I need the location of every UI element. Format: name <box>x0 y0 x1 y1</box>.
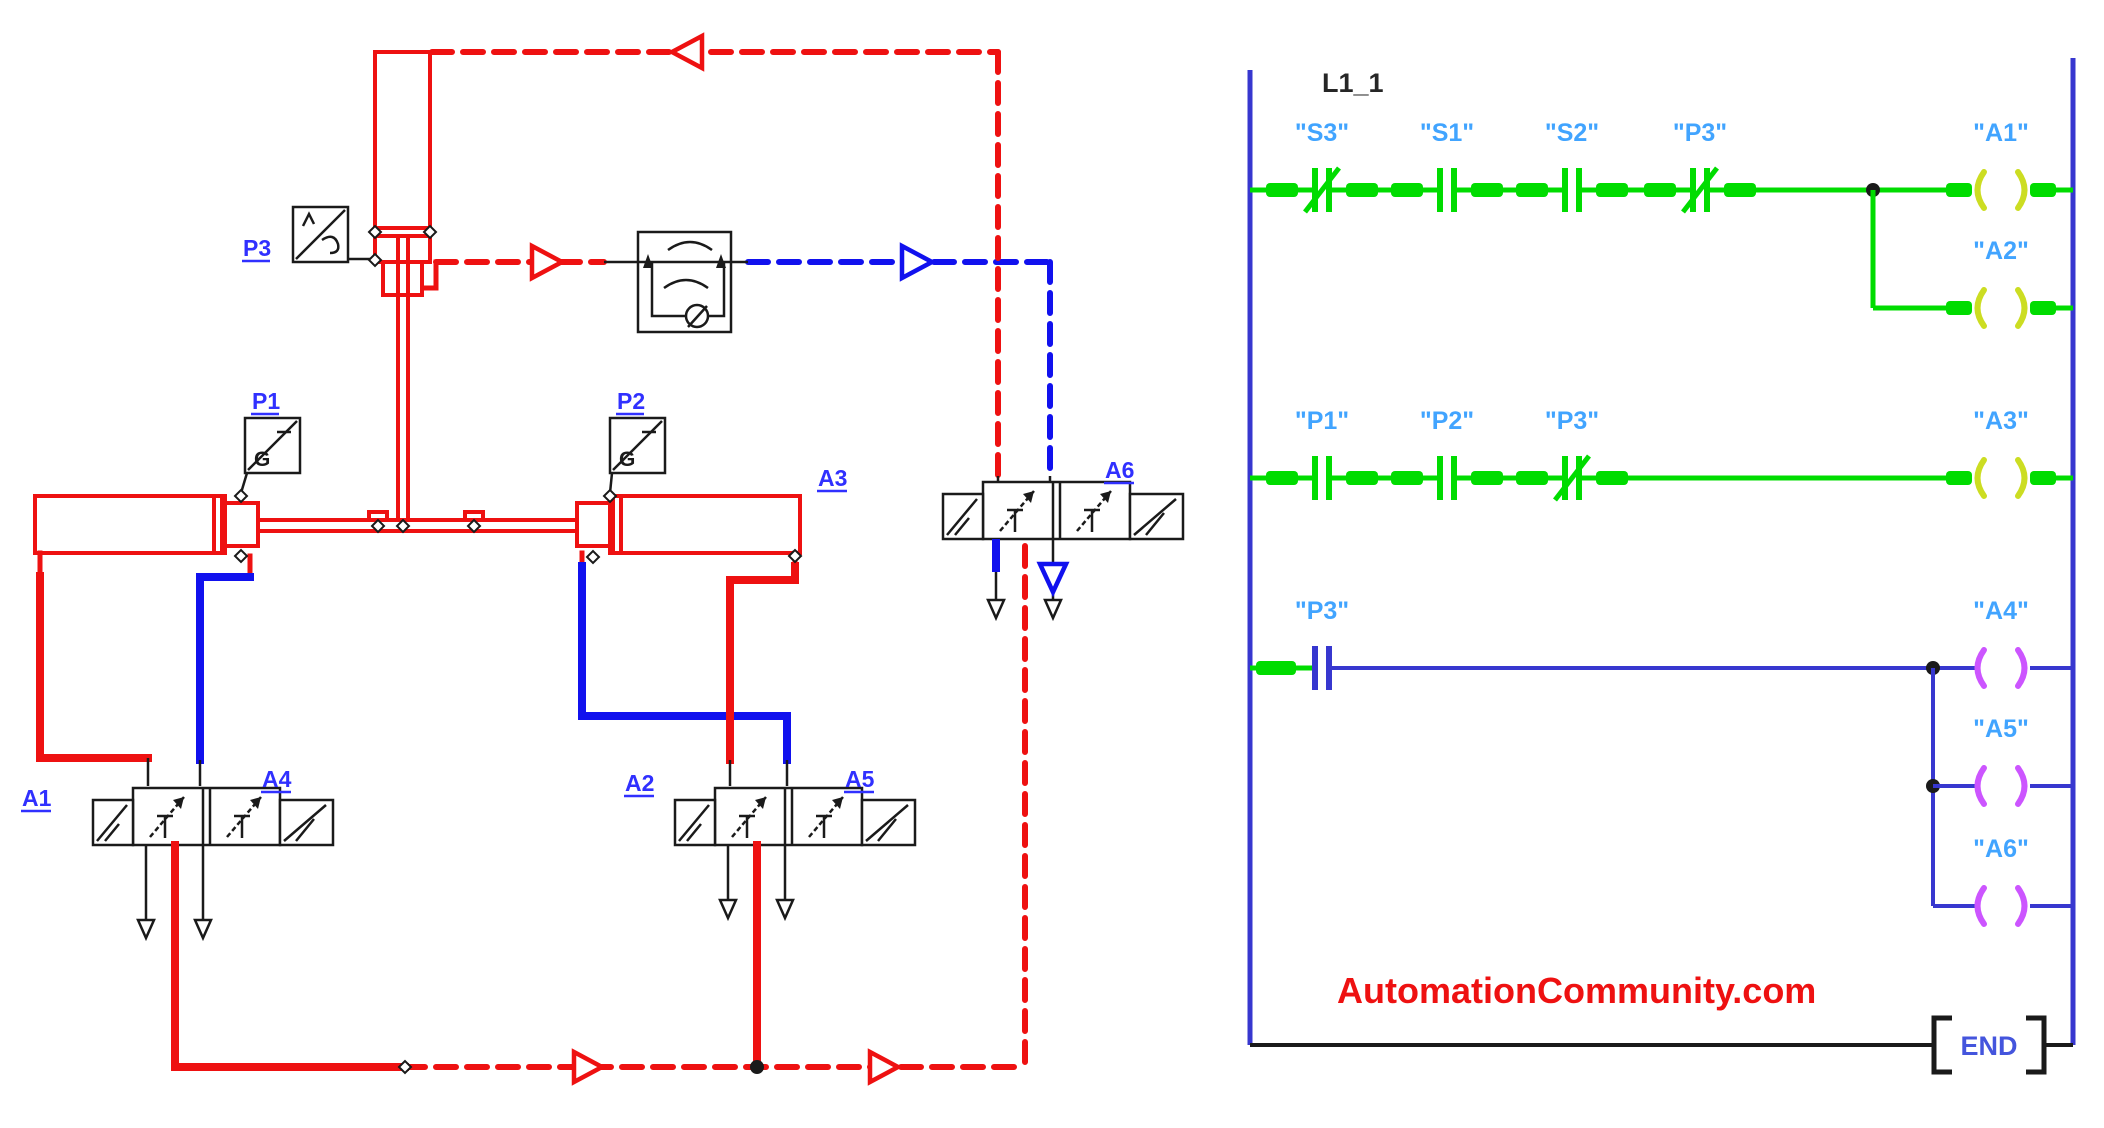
network-label: L1_1 <box>1322 68 1384 98</box>
coil-a4[interactable]: "A4" <box>1973 597 2073 689</box>
contact-label: "S3" <box>1295 119 1349 147</box>
coil-label: "A1" <box>1973 119 2029 147</box>
coil-a3[interactable]: "A3" <box>1946 407 2073 499</box>
contact-s1[interactable]: "S1" <box>1420 119 1474 212</box>
tube-red-top-line <box>429 32 1001 482</box>
coil-label: "A3" <box>1973 407 2029 435</box>
coil-a2[interactable]: "A2" <box>1946 237 2073 329</box>
valve-a3-a6[interactable] <box>941 480 1185 622</box>
tube-red-mid-line <box>419 242 607 291</box>
label-a6: A6 <box>1105 457 1134 483</box>
coil-a1[interactable]: "A1" <box>1946 119 2073 211</box>
label-a4: A4 <box>262 766 292 792</box>
end-label: END <box>1960 1031 2017 1061</box>
coil-label: "A6" <box>1973 835 2029 863</box>
contact-label: "P1" <box>1295 407 1349 435</box>
contact-p1[interactable]: "P1" <box>1295 407 1349 500</box>
contact-s3[interactable]: "S3" <box>1295 119 1349 214</box>
cylinder-horizontal-left[interactable] <box>33 494 260 555</box>
connection-points <box>233 224 803 1075</box>
tube-blue-left-cylinder <box>196 553 254 786</box>
contact-p3-rung3[interactable]: "P3" <box>1295 597 1349 690</box>
rung-1: "S3" "S1" "S2" "P3" "A1" <box>1250 119 2073 329</box>
junction-dot <box>750 1060 764 1074</box>
label-a3: A3 <box>818 465 847 491</box>
label-a1: A1 <box>22 785 52 811</box>
vertical-cylinder[interactable] <box>373 50 432 520</box>
cylinder-horizontal-right[interactable] <box>575 494 802 555</box>
label-p3: P3 <box>243 235 271 261</box>
exhaust-icon <box>986 598 1006 622</box>
supply-line-bottom <box>171 542 1028 1086</box>
tube-red-left-cylinder <box>36 550 152 786</box>
end-bracket-left-icon <box>1931 1015 1952 1075</box>
nc-slash-icon <box>1553 454 1591 502</box>
coil-a5[interactable]: "A5" <box>1933 715 2073 807</box>
flow-arrow-right-icon <box>529 242 567 282</box>
check-arrow-icon <box>643 254 653 268</box>
flow-arrow-right-icon <box>867 1048 903 1086</box>
label-a5: A5 <box>845 766 875 792</box>
label-p1: P1 <box>252 388 280 414</box>
exhaust-icon <box>1043 598 1063 622</box>
pressure-sensor-p3[interactable] <box>291 205 373 264</box>
label-a2: A2 <box>625 770 654 796</box>
ladder-diagram: L1_1 "S3" "S1" "S <box>1247 58 2076 1075</box>
tube-blue-to-valve-a3 <box>745 242 1053 482</box>
exhaust-icon <box>136 918 156 942</box>
contact-p3-rung1[interactable]: "P3" <box>1673 119 1727 214</box>
exhaust-icon <box>718 898 738 922</box>
contact-label: "S1" <box>1420 119 1474 147</box>
blue-exhaust-icon <box>1036 561 1070 598</box>
end-block[interactable]: END <box>1931 1015 2047 1075</box>
sensor-glyph: G <box>619 448 635 471</box>
end-rung: END <box>1250 1015 2073 1075</box>
rung-3: "P3" "A4" "A5" "A6" <box>1250 597 2073 927</box>
pneumatic-labels: P3 P1 P2 A3 A6 A1 A4 A2 A5 <box>21 235 1134 813</box>
coil-label: "A5" <box>1973 715 2029 743</box>
contact-p2[interactable]: "P2" <box>1420 407 1474 500</box>
contact-s2[interactable]: "S2" <box>1545 119 1599 212</box>
label-p2: P2 <box>617 388 645 414</box>
coil-a6[interactable]: "A6" <box>1933 835 2073 927</box>
contact-label: "P3" <box>1545 407 1599 435</box>
nc-slash-icon <box>1681 166 1719 214</box>
flow-arrow-right-icon <box>899 242 937 282</box>
contact-label: "S2" <box>1545 119 1599 147</box>
rung-2: "P1" "P2" "P3" "A3" <box>1250 407 2073 502</box>
contact-label: "P3" <box>1295 597 1349 625</box>
valve-a2-a5[interactable] <box>673 786 917 922</box>
flow-arrow-right-icon <box>571 1048 607 1086</box>
end-bracket-right-icon <box>2026 1015 2047 1075</box>
contact-label: "P3" <box>1673 119 1727 147</box>
flow-control-valve[interactable] <box>604 230 748 334</box>
tube-blue-right-cylinder <box>578 550 791 786</box>
sensor-glyph: G <box>254 448 270 471</box>
nc-slash-icon <box>1303 166 1341 214</box>
coil-label: "A4" <box>1973 597 2029 625</box>
exhaust-icon <box>775 898 795 922</box>
pressure-sensor-p2[interactable]: G <box>608 416 667 494</box>
watermark-text: AutomationCommunity.com <box>1337 970 1816 1011</box>
exhaust-icon <box>193 918 213 942</box>
valve-a1-a4[interactable] <box>91 786 335 942</box>
pneumatic-circuit: G G <box>21 32 1185 1086</box>
contact-p3-rung2[interactable]: "P3" <box>1545 407 1599 502</box>
piston-rod-assembly <box>258 510 577 533</box>
contact-label: "P2" <box>1420 407 1474 435</box>
coil-label: "A2" <box>1973 237 2029 265</box>
flow-arrow-left-icon <box>667 32 705 72</box>
pressure-sensor-p1[interactable]: G <box>239 416 302 494</box>
